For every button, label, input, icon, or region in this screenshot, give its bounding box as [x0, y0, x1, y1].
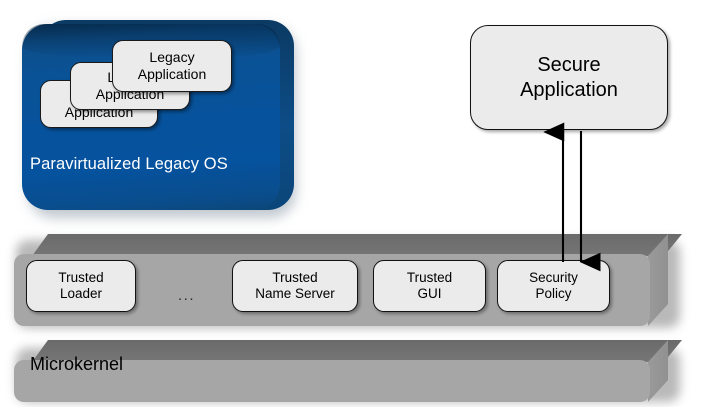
legacy-application-box-front: Legacy Application [112, 40, 232, 92]
secure-application-label: Secure Application [520, 54, 618, 101]
microkernel-label: Microkernel [30, 354, 124, 374]
microkernel-layer-front-face [14, 360, 650, 402]
security-policy-box: Security Policy [497, 260, 610, 312]
trusted-gui-box: Trusted GUI [373, 260, 486, 312]
services-ellipsis: ... [178, 287, 196, 304]
legacy-application-label-front: Legacy Application [137, 49, 207, 82]
secure-application-box: Secure Application [470, 25, 668, 130]
security-policy-label: Security Policy [529, 269, 578, 301]
services-layer-right-face [648, 234, 668, 326]
microkernel-layer [0, 336, 703, 407]
paravirtualized-legacy-os-label: Paravirtualized Legacy OS [30, 155, 228, 173]
trusted-name-server-box: Trusted Name Server [232, 260, 358, 312]
trusted-name-server-label: Trusted Name Server [255, 269, 335, 301]
microkernel-layer-top-face [32, 340, 682, 362]
trusted-loader-box: Trusted Loader [26, 260, 136, 312]
services-layer-top-face [32, 234, 682, 256]
trusted-loader-label: Trusted Loader [58, 269, 104, 301]
trusted-gui-label: Trusted GUI [406, 269, 453, 301]
